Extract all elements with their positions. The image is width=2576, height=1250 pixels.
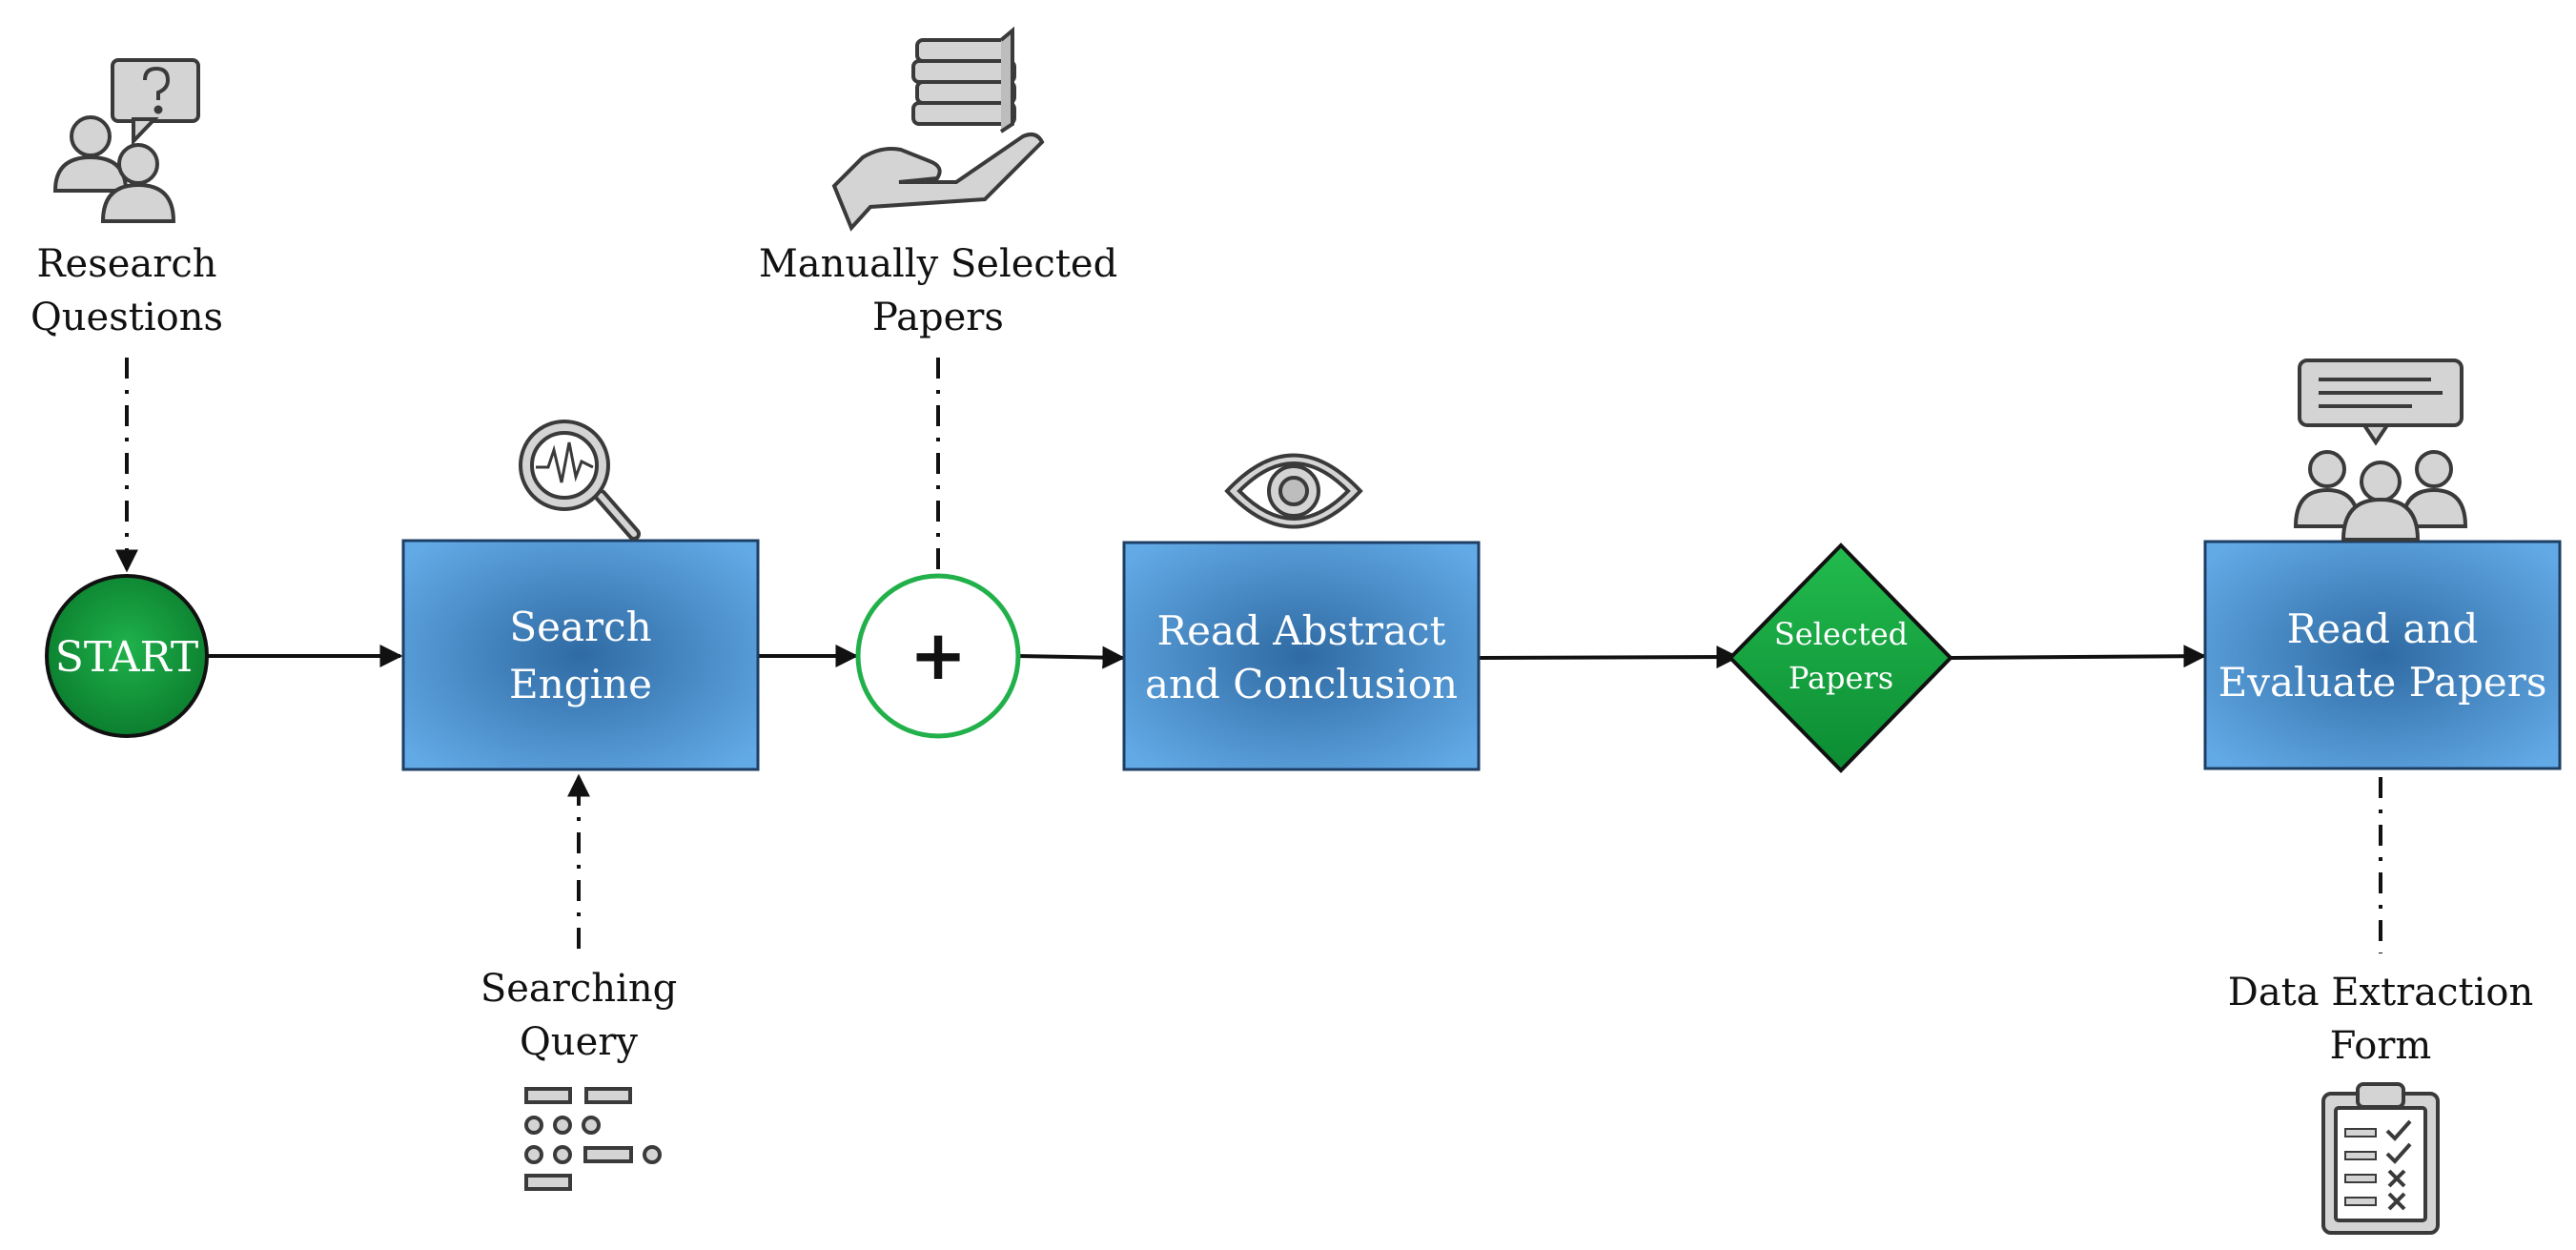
hand-books-icon: [831, 26, 1045, 232]
magnifier-waveform-icon: [519, 420, 641, 541]
clipboard-checklist-icon: [2321, 1082, 2440, 1235]
searching-query-label-line1: Searching: [480, 967, 677, 1011]
data-extraction-label-line2: Form: [2330, 1024, 2432, 1068]
start-node: START: [45, 574, 209, 738]
manually-selected-label-line1: Manually Selected: [759, 242, 1117, 286]
arrow-merge-to-read-abstract: [1017, 645, 1126, 669]
start-label: START: [55, 633, 199, 682]
selected-papers-label-line1: Selected: [1774, 616, 1908, 652]
query-form-icon: [524, 1087, 662, 1191]
search-engine-box: Search Engine: [401, 539, 760, 771]
arrow-read-abstract-to-selected: [1479, 645, 1740, 669]
search-engine-label-line2: Engine: [509, 661, 652, 707]
arrow-selected-to-read-evaluate: [1950, 645, 2207, 668]
research-questions-label-line1: Research: [36, 242, 216, 286]
read-evaluate-label-line2: Evaluate Papers: [2218, 659, 2547, 706]
people-discussion-icon: [2293, 359, 2468, 542]
merge-symbol: +: [910, 615, 967, 695]
search-engine-label-line1: Search: [509, 604, 651, 650]
people-question-icon: [52, 58, 200, 223]
read-abstract-label-line2: and Conclusion: [1145, 661, 1458, 707]
data-extraction-label-line1: Data Extraction: [2228, 971, 2533, 1014]
read-evaluate-box: Read and Evaluate Papers: [2203, 540, 2562, 770]
read-abstract-label-line1: Read Abstract: [1157, 607, 1446, 654]
research-questions-label-line2: Questions: [31, 296, 223, 339]
selected-papers-label-line2: Papers: [1789, 660, 1893, 696]
read-evaluate-label-line1: Read and: [2287, 605, 2479, 652]
searching-query-label-line2: Query: [520, 1020, 638, 1064]
manually-selected-label-line2: Papers: [872, 296, 1004, 339]
selected-papers-diamond: Selected Papers: [1728, 543, 1953, 773]
read-abstract-box: Read Abstract and Conclusion: [1122, 541, 1481, 771]
merge-node: +: [855, 573, 1021, 739]
eye-icon: [1224, 453, 1363, 529]
